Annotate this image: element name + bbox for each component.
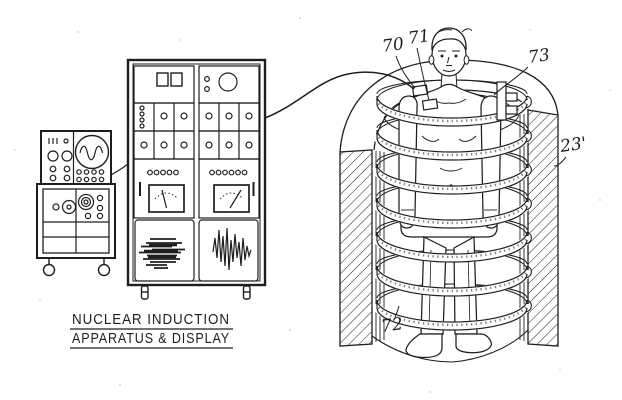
hair: [431, 27, 467, 51]
right-shoe: [455, 333, 492, 354]
analog-meter-icon: [148, 184, 185, 213]
leader-line-70: [395, 55, 416, 89]
connector-70: [411, 84, 429, 97]
reference-labels: 70 71 73 23' 72: [380, 26, 588, 337]
leader-line-23prime: [553, 156, 567, 167]
indicator-square: [170, 72, 183, 87]
coil-turn: [372, 163, 532, 195]
display-panel: [134, 219, 195, 282]
display-panel: [198, 219, 259, 282]
equipment-rack: [126, 58, 267, 300]
sine-wave-icon: [79, 145, 104, 161]
rack-right-bay: [198, 65, 260, 282]
ref-label-70: 70: [381, 34, 405, 57]
caption-line-1: NUCLEAR INDUCTION: [72, 312, 230, 328]
coil-turn: [372, 265, 532, 297]
ref-label-73: 73: [527, 45, 551, 68]
connector-71: [421, 98, 439, 111]
leader-line-72: [394, 305, 400, 318]
spectrum-trace-icon: [139, 238, 185, 269]
rack-feet: [140, 285, 251, 300]
chamber-wall-left: [339, 149, 373, 347]
left-arm: [398, 95, 418, 229]
leader-line-73: [493, 66, 529, 96]
rack-left-bay: [133, 65, 195, 282]
scan-speckles: [14, 17, 611, 393]
analog-meter-icon: [213, 184, 250, 213]
coil-turn: [372, 197, 532, 229]
coil-turn: [372, 95, 532, 127]
ref-label-71: 71: [407, 26, 431, 49]
connector-73: [496, 81, 518, 121]
rack-to-coil-cable: [264, 71, 415, 119]
chamber-floor: [371, 329, 529, 363]
coil-turn: [372, 231, 532, 263]
caster-wheels: [42, 258, 111, 277]
scope-left-panel: [47, 138, 73, 182]
cart-knobs: [52, 193, 104, 220]
signal-trace-icon: [212, 227, 252, 271]
ref-label-23prime: 23': [558, 133, 588, 157]
figure-caption: NUCLEAR INDUCTION APPARATUS & DISPLAY: [70, 312, 233, 349]
leader-line-71: [416, 47, 430, 101]
coil-turn: [372, 129, 532, 161]
caption-line-2: APPARATUS & DISPLAY: [72, 331, 230, 347]
ref-label-72: 72: [380, 314, 404, 337]
indicator-square: [156, 72, 169, 87]
head: [428, 27, 473, 77]
coil-connectors: [411, 81, 518, 121]
coil-turn: [372, 299, 532, 331]
left-leg: [420, 236, 447, 335]
scope-screen-icon: [74, 134, 110, 170]
left-shoe: [405, 333, 443, 359]
right-leg: [453, 235, 478, 335]
chamber-wall-right: [527, 109, 559, 347]
console-rack-cable: [110, 163, 129, 176]
induction-coil: [372, 95, 532, 331]
oscilloscope-console: [36, 130, 129, 277]
